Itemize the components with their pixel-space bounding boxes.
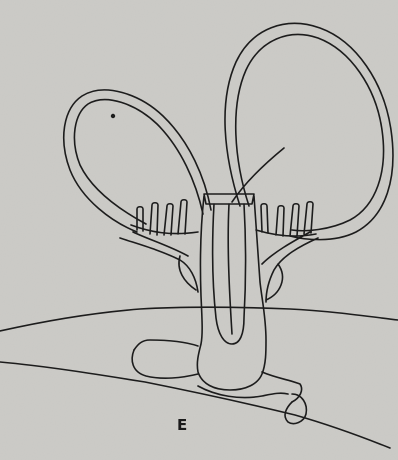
figure-label: E bbox=[177, 418, 188, 433]
speck-mark bbox=[111, 114, 115, 118]
